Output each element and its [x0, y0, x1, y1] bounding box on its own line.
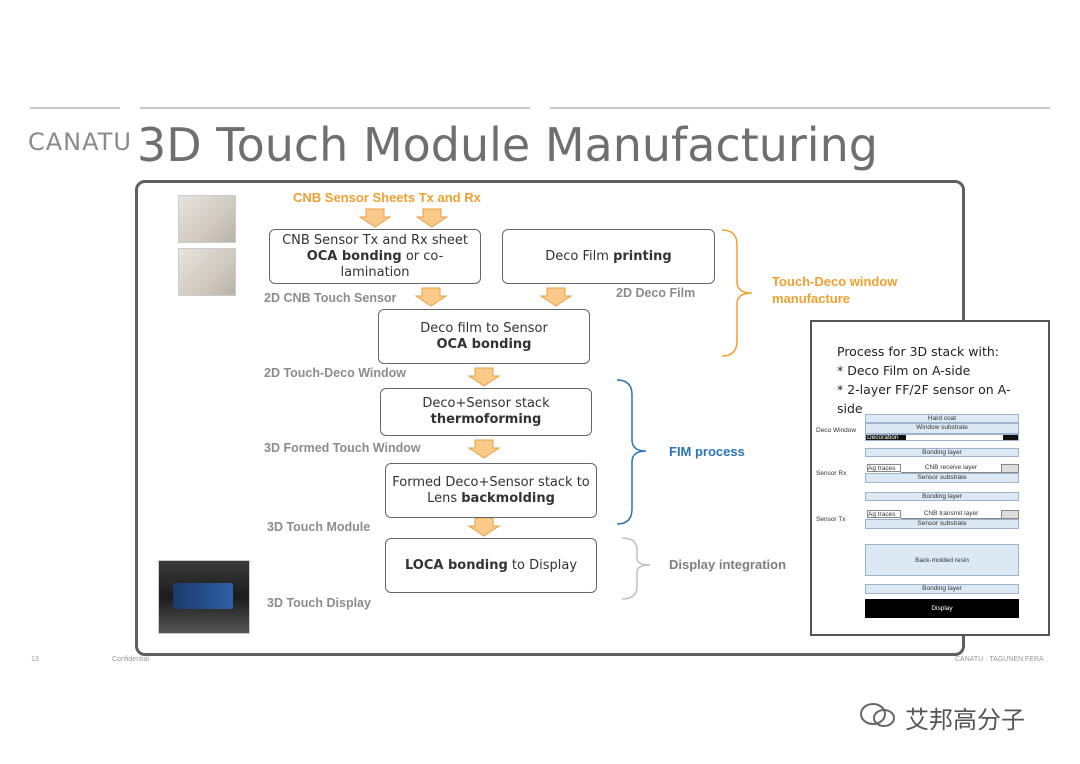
- group-touch-deco: Touch-Deco window manufacture: [772, 274, 898, 306]
- watermark-text: 艾邦高分子: [905, 706, 1025, 734]
- rx-right-edge: [1001, 464, 1019, 473]
- header-rule-1: [30, 107, 120, 109]
- photo-touch-display: [158, 560, 250, 634]
- step1-post: or co-lamination: [340, 248, 444, 280]
- stack-panel-title: Process for 3D stack with: * Deco Film o…: [837, 342, 1027, 418]
- step-deco-sensor-oca: Deco film to Sensor OCA bonding: [378, 309, 590, 364]
- layer-bonding-3: Bonding layer: [865, 584, 1019, 594]
- step1-bold: OCA bonding: [306, 248, 402, 264]
- wechat-icon: [860, 703, 895, 727]
- step-loca-bonding: LOCA bonding to Display: [385, 538, 597, 593]
- label-2d-deco-film: 2D Deco Film: [616, 286, 696, 300]
- layer-sensor-substrate-rx: Sensor substrate: [865, 473, 1019, 483]
- brand-logo: CANATU: [28, 128, 132, 156]
- layer-decoration: Decoration: [865, 434, 1019, 441]
- layer-bonding-2: Bonding layer: [865, 492, 1019, 501]
- arrow-down-icon: [468, 367, 500, 387]
- cnb-sheets-label: CNB Sensor Sheets Tx and Rx: [293, 190, 481, 205]
- step5-bold: LOCA bonding: [404, 557, 508, 573]
- brace-display: [621, 537, 651, 600]
- photo-sensor-sheet-2: [178, 248, 236, 296]
- step-thermoforming: Deco+Sensor stack thermoforming: [380, 388, 592, 436]
- footer-page-number: 13: [31, 656, 39, 663]
- stack-title-line2: * Deco Film on A-side: [837, 363, 971, 378]
- label-3d-formed-touch-window: 3D Formed Touch Window: [264, 441, 421, 455]
- display-layer-text: Display: [931, 605, 953, 612]
- layer-cnb-transmit: CNB transmit layer: [901, 510, 1001, 519]
- display-screen-icon: [173, 583, 233, 609]
- step2-bold: OCA bonding: [436, 336, 532, 352]
- step2-text: Deco film to Sensor: [420, 320, 548, 336]
- label-3d-touch-module: 3D Touch Module: [267, 520, 371, 534]
- arrow-down-icon: [540, 287, 572, 307]
- step3-bold: thermoforming: [430, 412, 542, 427]
- arrow-down-icon: [468, 517, 500, 537]
- decoration-right-block: [1003, 435, 1018, 440]
- label-3d-touch-display: 3D Touch Display: [267, 596, 371, 610]
- decoration-left-block: [866, 435, 906, 440]
- deco-step-bold: printing: [613, 248, 672, 264]
- back-molded-text: Back-molded resin: [915, 556, 969, 564]
- layer-sensor-substrate-tx: Sensor substrate: [865, 519, 1019, 529]
- step4-text: Formed Deco+Sensor stack to Lens: [392, 474, 590, 506]
- layer-display: Display: [865, 599, 1019, 618]
- stack-panel: Process for 3D stack with: * Deco Film o…: [810, 320, 1050, 636]
- brace-fim: [616, 379, 647, 525]
- label-2d-touch-deco-window: 2D Touch-Deco Window: [264, 366, 407, 380]
- step4-bold: backmolding: [461, 490, 555, 506]
- tx-right-edge: [1001, 510, 1019, 519]
- decoration-text: Decoration: [867, 434, 899, 441]
- step-backmolding: Formed Deco+Sensor stack to Lens backmol…: [385, 463, 597, 518]
- arrow-down-icon: [359, 208, 391, 228]
- group-fim: FIM process: [669, 444, 745, 459]
- arrow-down-icon: [416, 208, 448, 228]
- layer-ag-traces-rx: Ag traces: [867, 464, 901, 472]
- footer-right: CANATU · TAGUNEN FERA: [955, 656, 1044, 663]
- arrow-down-icon: [468, 439, 500, 459]
- row-label-sensor-tx: Sensor Tx: [816, 516, 846, 523]
- layer-ag-traces-tx: Ag traces: [867, 510, 901, 518]
- layer-bonding-1: Bonding layer: [865, 448, 1019, 457]
- header-rule-2: [140, 107, 530, 109]
- step1-text: CNB Sensor Tx and Rx sheet: [282, 232, 468, 248]
- step-deco-film-printing: Deco Film printing: [502, 229, 715, 284]
- row-label-deco-window: Deco Window: [816, 427, 857, 434]
- step-cnb-oca-bonding: CNB Sensor Tx and Rx sheet OCA bonding o…: [269, 229, 481, 284]
- page-title: 3D Touch Module Manufacturing: [137, 118, 878, 172]
- step5-text: to Display: [507, 557, 578, 573]
- stack-title-line1: Process for 3D stack with:: [837, 344, 999, 359]
- stack-title-line3: * 2-layer FF/2F sensor on A-side: [837, 382, 1011, 416]
- photo-sensor-sheet-1: [178, 195, 236, 243]
- layer-back-molded-resin: Back-molded resin: [865, 544, 1019, 576]
- label-2d-cnb-touch-sensor: 2D CNB Touch Sensor: [264, 291, 397, 305]
- row-label-sensor-rx: Sensor Rx: [816, 470, 847, 477]
- layer-cnb-receive: CNB receive layer: [901, 464, 1001, 473]
- step3-text: Deco+Sensor stack: [422, 396, 550, 411]
- brace-touch-deco: [721, 229, 753, 357]
- layer-hard-coat: Hard coat: [865, 414, 1019, 423]
- layer-window-substrate: Window substrate: [865, 423, 1019, 434]
- group-display-integration: Display integration: [669, 557, 787, 572]
- deco-step-text: Deco Film: [545, 248, 614, 264]
- arrow-down-icon: [415, 287, 447, 307]
- footer-confidential: Confidential: [112, 656, 149, 663]
- header-rule-3: [550, 107, 1050, 109]
